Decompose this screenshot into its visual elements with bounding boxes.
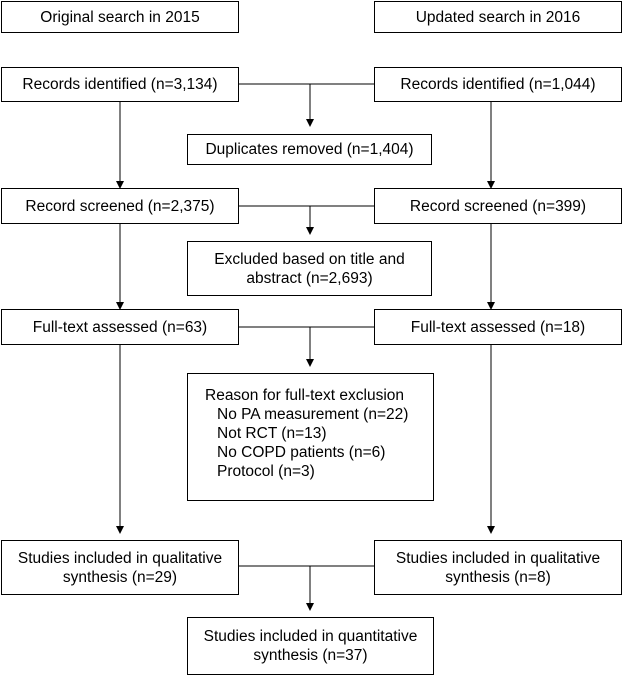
left-qualitative-line-1: Studies included in qualitative (17, 549, 223, 567)
header-original-search-text: Original search in 2015 (40, 8, 200, 26)
right-record-screened: Record screened (n=399) (374, 188, 622, 224)
left-record-screened-text: Record screened (n=2,375) (25, 197, 215, 215)
right-fulltext-assessed-text: Full-text assessed (n=18) (410, 318, 586, 336)
exclusion-reason-item: No COPD patients (n=6) (217, 444, 386, 461)
right-qualitative-synthesis: Studies included in qualitative synthesi… (374, 540, 622, 595)
right-qualitative-line-1: Studies included in qualitative (395, 549, 601, 567)
excluded-line-2: abstract (n=2,693) (246, 269, 373, 287)
exclusion-reasons-title: Reason for full-text exclusion (205, 387, 405, 404)
header-updated-search-text: Updated search in 2016 (415, 8, 581, 26)
right-records-identified-text: Records identified (n=1,044) (400, 76, 596, 93)
exclusion-reason-item: Not RCT (n=13) (217, 425, 327, 442)
left-records-identified-text: Records identified (n=3,134) (22, 76, 218, 93)
exclusion-reason-item: Protocol (n=3) (217, 463, 315, 480)
excluded-title-abstract: Excluded based on title and abstract (n=… (187, 241, 432, 296)
quantitative-line-1: Studies included in quantitative (203, 628, 418, 645)
right-records-identified: Records identified (n=1,044) (374, 67, 622, 102)
header-original-search: Original search in 2015 (1, 1, 239, 33)
quantitative-line-2: synthesis (n=37) (253, 647, 368, 664)
left-fulltext-assessed: Full-text assessed (n=63) (1, 309, 239, 345)
right-fulltext-assessed: Full-text assessed (n=18) (374, 309, 622, 345)
exclusion-reason-item: No PA measurement (n=22) (217, 406, 409, 423)
left-record-screened: Record screened (n=2,375) (1, 188, 239, 224)
right-qualitative-line-2: synthesis (n=8) (445, 568, 551, 586)
duplicates-removed: Duplicates removed (n=1,404) (187, 134, 432, 165)
quantitative-synthesis: Studies included in quantitative synthes… (187, 617, 434, 675)
excluded-line-1: Excluded based on title and (214, 250, 405, 268)
exclusion-reasons-list: No PA measurement (n=22) Not RCT (n=13) … (205, 405, 433, 481)
fulltext-exclusion-reasons: Reason for full-text exclusion No PA mea… (187, 373, 434, 501)
left-qualitative-line-2: synthesis (n=29) (62, 568, 178, 586)
left-records-identified: Records identified (n=3,134) (1, 67, 239, 102)
left-fulltext-assessed-text: Full-text assessed (n=63) (32, 318, 208, 336)
header-updated-search: Updated search in 2016 (374, 1, 622, 33)
left-qualitative-synthesis: Studies included in qualitative synthesi… (1, 540, 239, 595)
duplicates-removed-text: Duplicates removed (n=1,404) (205, 141, 414, 158)
right-record-screened-text: Record screened (n=399) (409, 197, 587, 215)
